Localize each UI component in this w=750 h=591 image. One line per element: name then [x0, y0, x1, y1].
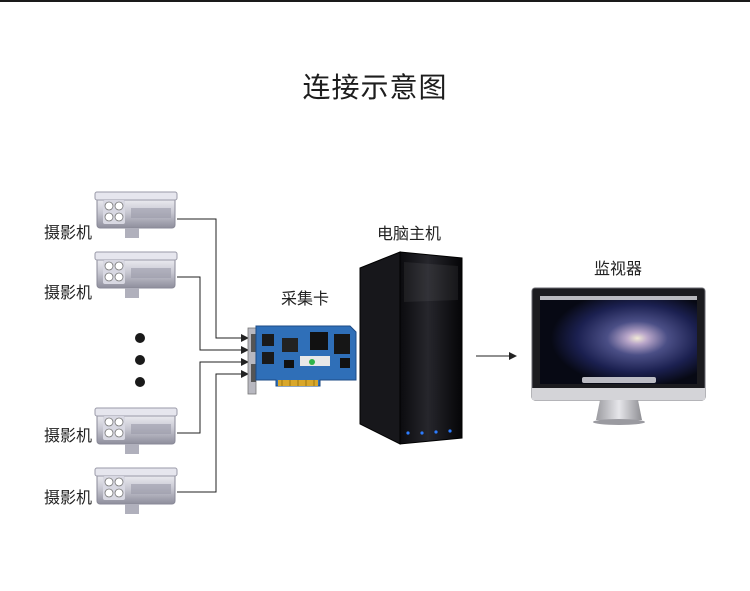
monitor-label: 监视器 — [594, 259, 643, 278]
computer-tower-icon — [359, 251, 463, 445]
camera-label-2: 摄影机 — [44, 283, 93, 302]
connector-line-4 — [177, 370, 249, 493]
computer-label: 电脑主机 — [377, 224, 442, 243]
top-border — [0, 0, 750, 2]
capture-card-icon — [247, 325, 357, 395]
camera-label-1: 摄影机 — [44, 223, 93, 242]
connector-line-2 — [177, 276, 249, 354]
ellipsis-dot — [135, 333, 145, 343]
camera-4-icon — [94, 467, 178, 514]
connector-line-3 — [177, 358, 249, 434]
camera-2-icon — [94, 251, 178, 298]
camera-3-icon — [94, 407, 178, 454]
camera-label-3: 摄影机 — [44, 426, 93, 445]
diagram-title: 连接示意图 — [302, 71, 448, 104]
capture-card-label: 采集卡 — [281, 289, 330, 308]
camera-label-4: 摄影机 — [44, 488, 93, 507]
monitor-icon — [531, 287, 706, 425]
ellipsis-dot — [135, 377, 145, 387]
connector-line-1 — [177, 218, 249, 342]
ellipsis-dot — [135, 355, 145, 365]
camera-1-icon — [94, 191, 178, 238]
